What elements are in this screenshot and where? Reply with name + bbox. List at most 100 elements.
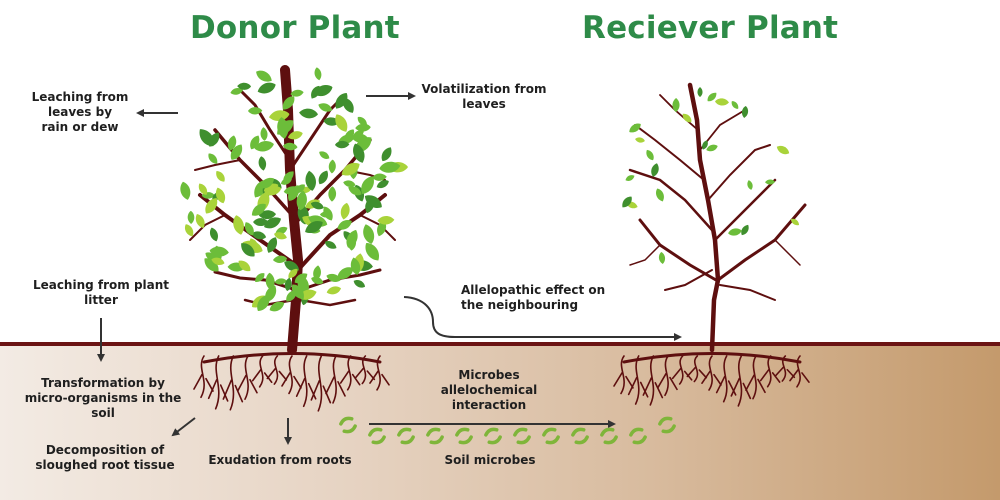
leaf-icon [357, 116, 367, 126]
leaf-icon [350, 257, 361, 275]
root-branch [369, 355, 390, 391]
leaf-icon [267, 237, 278, 253]
donor-trunk [280, 65, 304, 355]
root-branch [325, 355, 346, 404]
leaf-icon [747, 180, 753, 190]
leaf-icon [629, 123, 641, 133]
soil-microbes [339, 416, 676, 445]
leaf-icon [355, 123, 371, 132]
arrow-allelopathic [403, 296, 682, 341]
leaf-icon [702, 140, 708, 150]
leaf-icon [258, 210, 276, 220]
leaf-icon [682, 113, 692, 123]
donor-roots [193, 352, 390, 412]
leaf-icon [646, 149, 654, 161]
leaf-icon [256, 70, 272, 82]
leaf-icon [241, 243, 255, 257]
root-branch [339, 355, 361, 391]
leaf-icon [319, 151, 330, 159]
root-branch [642, 355, 664, 406]
label-line: Leaching from [31, 90, 129, 104]
leaf-icon [254, 141, 274, 152]
label-line: soil [91, 406, 115, 420]
leaf-icon [265, 272, 275, 291]
leaf-icon [251, 231, 267, 240]
soil-microbe-icon [339, 416, 357, 434]
root-branch [281, 355, 302, 395]
leaf-icon [215, 187, 226, 204]
leaf-icon [274, 232, 287, 240]
soil-microbe-icon [426, 427, 444, 445]
leaf-icon [180, 181, 191, 200]
label-line: sloughed root tissue [35, 458, 175, 472]
root-branch [222, 355, 244, 411]
leaf-icon [209, 227, 218, 242]
leaf-icon [377, 220, 387, 237]
leaf-icon [253, 218, 269, 226]
leaf-icon [211, 257, 225, 266]
leaf-icon [361, 176, 374, 195]
leaf-icon [264, 185, 282, 196]
label-line: leaves [462, 97, 506, 111]
root-branch [207, 355, 229, 410]
leaf-icon [348, 186, 362, 196]
donor-plant-title: Donor Plant [190, 10, 400, 46]
leaf-icon [328, 159, 336, 174]
root-branch [745, 355, 766, 400]
leaf-icon [656, 188, 664, 202]
leaf-icon [324, 241, 337, 249]
leaf-icon [311, 276, 324, 285]
soil-microbe-icon [658, 416, 676, 434]
leaf-icon [187, 210, 195, 224]
leaf-icon [334, 140, 350, 149]
leaf-icon [310, 201, 324, 210]
label-line: Allelopathic effect on [461, 283, 606, 297]
leaf-icon [658, 252, 666, 264]
leaf-icon [284, 277, 292, 291]
leaf-icon [706, 144, 718, 152]
leaf-icon [765, 179, 775, 185]
leaf-icon [622, 196, 632, 208]
label-line: rain or dew [41, 120, 119, 134]
leaf-icon [365, 197, 375, 214]
leaf-icon [741, 106, 749, 118]
leaf-icon [707, 92, 717, 102]
label-line: interaction [451, 398, 527, 412]
leaf-icon [363, 224, 375, 244]
leaf-icon [625, 175, 635, 181]
leaf-icon [274, 278, 287, 285]
root-branch [671, 355, 693, 385]
soil-microbe-icon [571, 427, 589, 445]
leaf-icon [314, 67, 322, 81]
label-leaching-leaves: Leaching from leaves by rain or dew [28, 90, 132, 135]
leaf-icon [299, 108, 318, 119]
leaf-icon [326, 273, 341, 282]
leaf-icon [277, 117, 289, 139]
leaf-icon [319, 211, 333, 218]
leaf-icon [353, 280, 366, 288]
leaf-icon [295, 184, 305, 194]
leaf-icon [287, 131, 303, 140]
leaf-icon [296, 190, 307, 211]
soil-microbe-icon [513, 427, 531, 445]
soil-microbe-icon [484, 427, 502, 445]
leaf-icon [244, 222, 254, 236]
leaf-icon [238, 260, 251, 272]
label-leaching-litter: Leaching from plant litter [30, 278, 172, 308]
leaf-icon [318, 170, 328, 185]
leaf-icon [381, 147, 392, 162]
label-line: Decomposition of [45, 443, 165, 457]
soil-microbe-icon [368, 427, 386, 445]
leaf-icon [258, 156, 267, 171]
leaf-icon [184, 224, 194, 237]
root-branch [701, 355, 722, 391]
leaf-icon [335, 92, 348, 109]
leaf-icon [272, 255, 288, 263]
root-branch [657, 355, 678, 397]
label-line: Volatilization from [421, 82, 547, 96]
leaf-icon [260, 127, 268, 141]
leaf-icon [715, 98, 729, 106]
leaf-icon [305, 170, 316, 191]
receiver-plant-title: Reciever Plant [582, 10, 839, 46]
root-branch [715, 355, 737, 403]
